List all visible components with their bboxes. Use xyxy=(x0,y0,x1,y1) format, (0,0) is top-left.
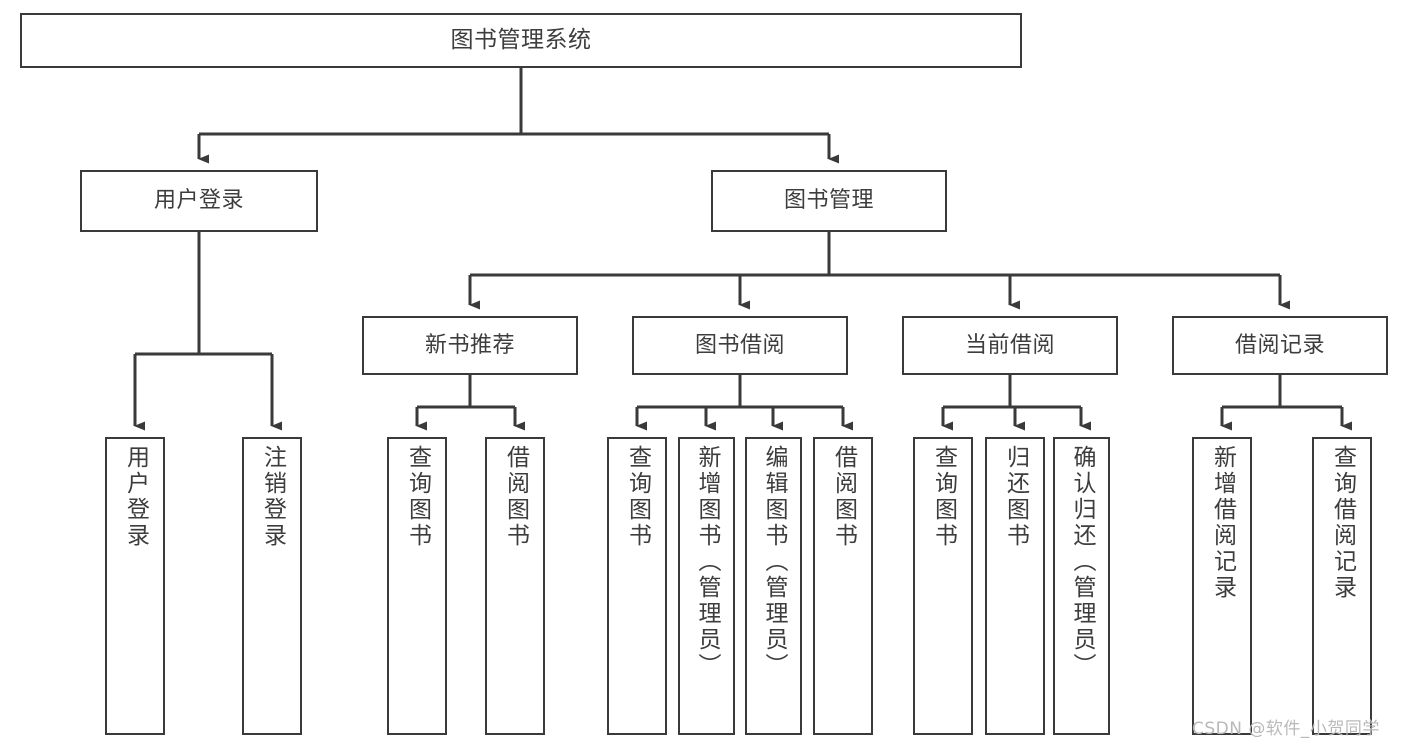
node-leaf-confirm-return-label: 确认归还（管理员） xyxy=(1069,445,1095,679)
node-book-borrow-label: 图书借阅 xyxy=(694,332,785,358)
node-leaf-edit-book-label: 编辑图书（管理员） xyxy=(761,445,787,679)
node-leaf-user-logout[interactable]: 注销登录 xyxy=(242,437,302,735)
node-leaf-query-book-borrow-label: 查询图书 xyxy=(624,445,651,549)
node-leaf-user-logout-label: 注销登录 xyxy=(259,445,286,549)
node-leaf-add-borrow-record[interactable]: 新增借阅记录 xyxy=(1192,437,1252,735)
node-leaf-return-book-label: 归还图书 xyxy=(1002,445,1029,549)
node-new-book-recommend-label: 新书推荐 xyxy=(424,332,515,358)
node-leaf-confirm-return[interactable]: 确认归还（管理员） xyxy=(1053,437,1110,735)
node-leaf-query-borrow-record-label: 查询借阅记录 xyxy=(1329,445,1356,601)
node-leaf-return-book[interactable]: 归还图书 xyxy=(985,437,1045,735)
node-user-login-label: 用户登录 xyxy=(153,188,244,214)
node-root[interactable]: 图书管理系统 xyxy=(20,13,1022,68)
node-leaf-query-book-recommend[interactable]: 查询图书 xyxy=(387,437,447,735)
node-book-manage[interactable]: 图书管理 xyxy=(711,170,947,232)
node-leaf-user-login[interactable]: 用户登录 xyxy=(105,437,165,735)
node-leaf-borrow-book[interactable]: 借阅图书 xyxy=(813,437,873,735)
node-leaf-query-book-current[interactable]: 查询图书 xyxy=(913,437,973,735)
node-leaf-query-book-current-label: 查询图书 xyxy=(930,445,957,549)
node-leaf-user-login-label: 用户登录 xyxy=(122,445,149,549)
node-current-borrow-label: 当前借阅 xyxy=(964,332,1055,358)
node-book-borrow[interactable]: 图书借阅 xyxy=(632,316,848,375)
node-leaf-query-borrow-record[interactable]: 查询借阅记录 xyxy=(1312,437,1372,735)
node-leaf-add-book-label: 新增图书（管理员） xyxy=(694,445,720,679)
watermark-text: CSDN @软件_小贺同学 xyxy=(1192,719,1380,739)
node-leaf-borrow-book-recommend[interactable]: 借阅图书 xyxy=(485,437,545,735)
node-root-label: 图书管理系统 xyxy=(450,27,592,54)
node-leaf-add-borrow-record-label: 新增借阅记录 xyxy=(1209,445,1236,601)
node-borrow-record[interactable]: 借阅记录 xyxy=(1172,316,1388,375)
node-borrow-record-label: 借阅记录 xyxy=(1234,332,1325,358)
node-new-book-recommend[interactable]: 新书推荐 xyxy=(362,316,578,375)
node-leaf-query-book-recommend-label: 查询图书 xyxy=(404,445,431,549)
node-leaf-borrow-book-recommend-label: 借阅图书 xyxy=(502,445,529,549)
node-leaf-borrow-book-label: 借阅图书 xyxy=(830,445,857,549)
node-book-manage-label: 图书管理 xyxy=(783,188,874,214)
node-current-borrow[interactable]: 当前借阅 xyxy=(902,316,1118,375)
node-user-login[interactable]: 用户登录 xyxy=(80,170,318,232)
node-leaf-add-book[interactable]: 新增图书（管理员） xyxy=(678,437,735,735)
node-leaf-query-book-borrow[interactable]: 查询图书 xyxy=(607,437,667,735)
node-leaf-edit-book[interactable]: 编辑图书（管理员） xyxy=(745,437,802,735)
